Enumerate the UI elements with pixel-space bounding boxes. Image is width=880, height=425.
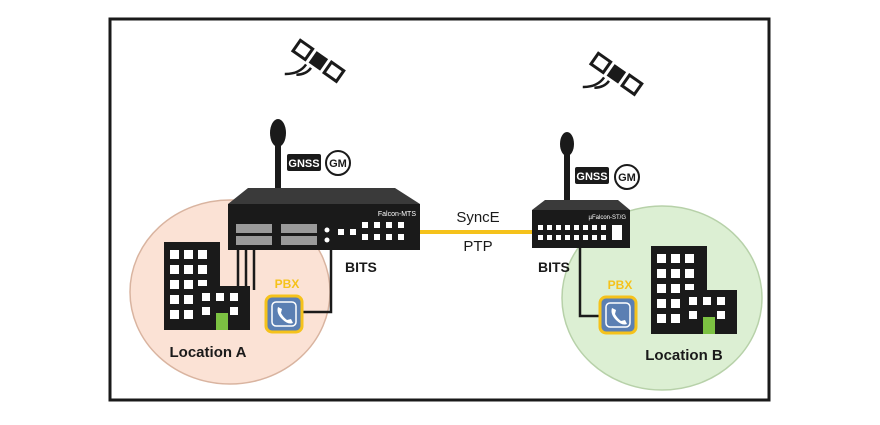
building-icon [651,246,737,334]
antenna-icon [560,132,574,208]
bits-label-a: BITS [345,259,377,275]
gm-label: GM [329,158,347,170]
antenna-icon [270,119,286,188]
device-falcon-mts: Falcon-MTS [228,188,420,250]
link-bottom-label: PTP [463,238,492,255]
gm-label: GM [618,172,636,184]
building-icon [164,242,250,330]
device-a-model: Falcon-MTS [378,211,416,218]
phone-icon [264,294,304,334]
gnss-label: GNSS [288,158,319,170]
gm-badge: GM [614,164,640,190]
satellite-icon [582,51,644,97]
bits-label-b: BITS [538,259,570,275]
location-b-label: Location B [645,347,723,364]
device-b-model: µFalcon-ST/G [589,215,627,221]
connections-b [578,248,600,318]
pbx-label-a: PBX [275,277,300,291]
phone-icon [598,295,638,335]
gnss-label: GNSS [576,171,607,183]
satellite-icon [284,38,346,84]
gm-badge: GM [325,150,351,176]
gnss-badge: GNSS [287,154,321,171]
pbx-label-b: PBX [608,278,633,292]
location-a-label: Location A [170,344,247,361]
link-top-label: SyncE [456,209,499,226]
device-ufalcon-stg: µFalcon-ST/G [532,200,630,248]
gnss-badge: GNSS [575,167,609,184]
